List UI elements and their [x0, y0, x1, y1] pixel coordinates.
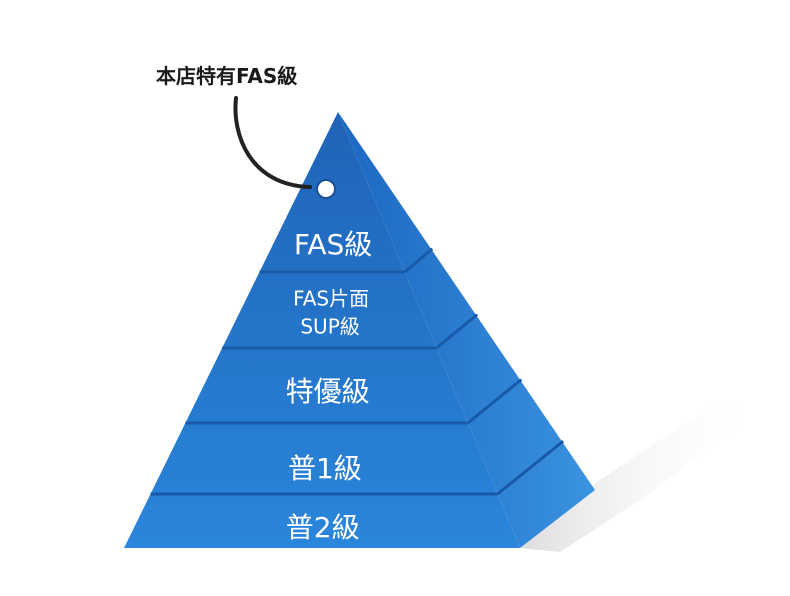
pyramid-side-face — [338, 112, 595, 548]
callout-label: 本店特有FAS級 — [156, 64, 297, 88]
tier-label-1: FAS級 — [294, 228, 372, 261]
tier-divider-side-3 — [466, 378, 523, 425]
tier-label-2-line-2: SUP級 — [300, 315, 359, 339]
tier-label-2-line-1: FAS片面 — [293, 287, 369, 311]
tier-divider-side-2 — [435, 313, 479, 350]
callout-line — [233, 96, 312, 189]
pyramid-shadow — [520, 400, 760, 552]
callout-marker-dot — [316, 179, 336, 199]
pyramid-front-face — [124, 112, 520, 548]
tier-label-5: 普2級 — [286, 511, 360, 544]
tier-dividers — [150, 247, 565, 496]
tier-divider-side-4 — [496, 440, 565, 496]
tier-label-4: 普1級 — [288, 452, 362, 485]
tier-label-3: 特優級 — [286, 375, 370, 408]
tier-divider-side-1 — [403, 247, 434, 274]
